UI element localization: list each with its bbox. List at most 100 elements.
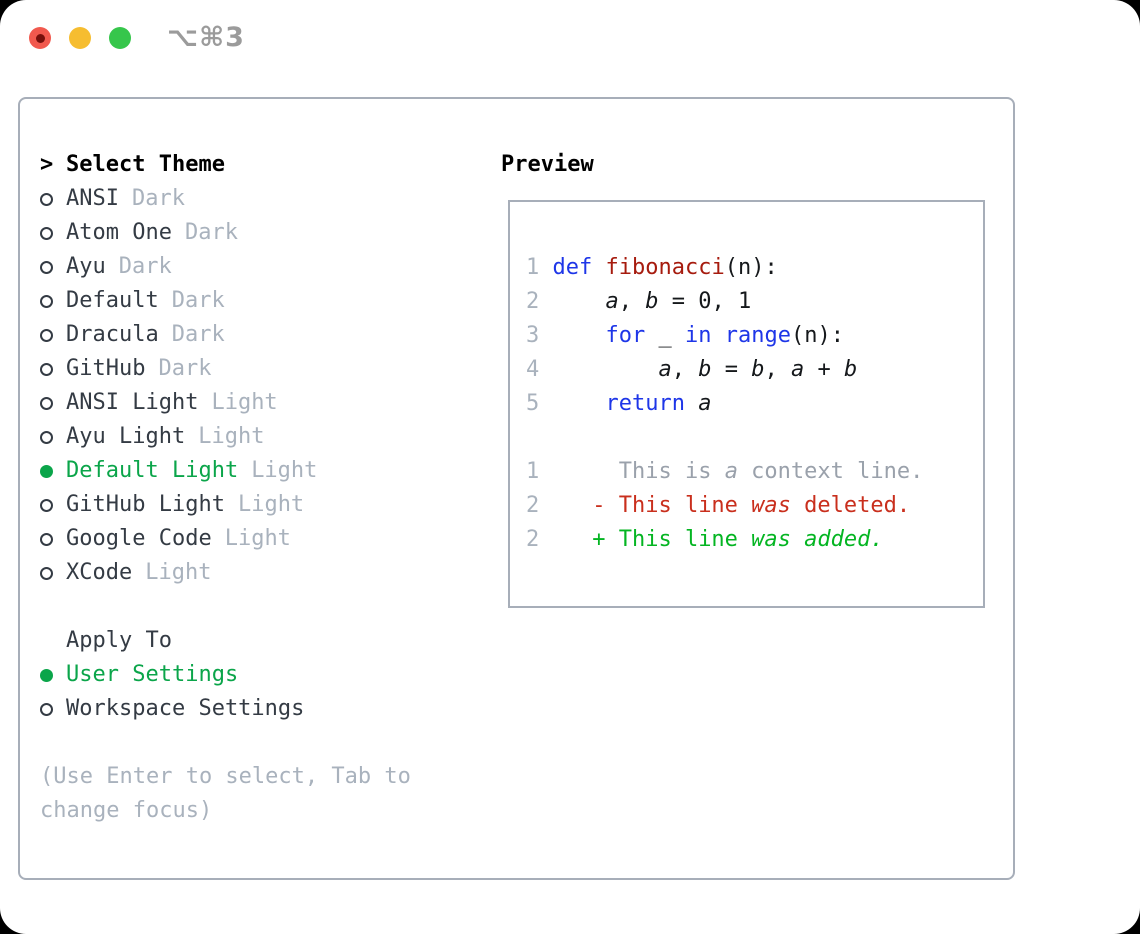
theme-option-ansi-light[interactable]: ANSI Light Light <box>40 386 501 420</box>
preview-title: Preview <box>501 152 594 177</box>
code-segment: deleted. <box>790 493 911 518</box>
code-segment: , <box>671 357 699 382</box>
code-segment: 1 <box>526 459 540 484</box>
option-label: Ayu <box>66 254 106 279</box>
window-shortcut-label: ⌥⌘3 <box>167 22 245 53</box>
radio-marker <box>40 532 66 546</box>
option-label: XCode <box>66 560 133 585</box>
radio-unselected-icon <box>40 532 53 546</box>
code-segment: b <box>645 289 659 314</box>
code-segment: 1 <box>526 255 553 280</box>
code-segment: 2 <box>526 493 540 518</box>
code-segment: b <box>843 357 858 382</box>
option-label: Dracula <box>66 322 159 347</box>
select-theme-header: > Select Theme <box>40 148 501 182</box>
minimize-button[interactable] <box>69 27 91 49</box>
code-segment: - This line <box>539 493 752 518</box>
option-label: Ayu Light <box>66 424 186 449</box>
radio-unselected-icon <box>40 396 53 410</box>
code-segment: a <box>605 289 619 314</box>
theme-option-ayu[interactable]: Ayu Dark <box>40 250 501 284</box>
code-line: 3 for _ in range(n): <box>526 319 983 353</box>
code-segment: b <box>751 357 765 382</box>
option-label: ANSI <box>66 186 119 211</box>
theme-variant-tag: Dark <box>118 254 172 279</box>
radio-unselected-icon <box>40 226 53 240</box>
code-segment: = 0, 1 <box>658 289 752 314</box>
theme-option-dracula[interactable]: Dracula Dark <box>40 318 501 352</box>
theme-variant-tag: Light <box>198 424 265 449</box>
code-segment: for <box>605 323 659 348</box>
code-segment: a <box>658 357 672 382</box>
code-segment: 2 <box>526 289 553 314</box>
cursor-marker: > <box>40 148 66 182</box>
theme-option-ansi[interactable]: ANSI Dark <box>40 182 501 216</box>
code-line: 1 This is a context line. <box>526 455 983 489</box>
theme-variant-tag: Light <box>224 526 291 551</box>
radio-marker <box>40 668 66 682</box>
radio-marker <box>40 260 66 274</box>
code-segment: , <box>764 357 791 382</box>
code-segment: range <box>724 323 791 348</box>
theme-option-github[interactable]: GitHub Dark <box>40 352 501 386</box>
theme-option-google-code[interactable]: Google Code Light <box>40 522 501 556</box>
preview-box: 1 def fibonacci(n): 2 a, b = 0, 1 3 for _ … <box>508 200 985 608</box>
spacer <box>40 726 501 760</box>
radio-unselected-icon <box>40 260 53 274</box>
code-line: 5 return a <box>526 387 983 421</box>
code-segment <box>553 289 606 314</box>
apply-option-workspace-settings[interactable]: Workspace Settings <box>40 692 501 726</box>
theme-variant-tag: Light <box>211 390 278 415</box>
code-segment: def <box>552 255 606 280</box>
zoom-button[interactable] <box>109 27 131 49</box>
radio-marker <box>40 328 66 342</box>
option-label: Default Light <box>66 458 239 483</box>
radio-unselected-icon <box>40 328 53 342</box>
code-line: 1 def fibonacci(n): <box>526 251 983 285</box>
theme-variant-tag: Light <box>237 492 305 517</box>
code-line: 2 + This line was added. <box>526 523 983 557</box>
option-label: Google Code <box>66 526 212 551</box>
code-segment: This is <box>539 459 725 484</box>
code-segment: return <box>605 391 699 416</box>
radio-marker <box>40 498 66 512</box>
apply-to-title: Apply To <box>66 628 172 653</box>
code-segment: added. <box>804 527 884 552</box>
apply-option-user-settings[interactable]: User Settings <box>40 658 501 692</box>
option-label: Default <box>66 288 159 313</box>
code-segment: + This line <box>539 527 752 552</box>
preview-column: Preview 1 def fibonacci(n): 2 a, b = 0, 1… <box>501 148 985 878</box>
code-segment: was <box>751 493 791 518</box>
radio-unselected-icon <box>40 498 53 512</box>
blank-line <box>526 217 983 251</box>
option-label: ANSI Light <box>66 390 199 415</box>
theme-variant-tag: Dark <box>158 356 212 381</box>
radio-marker <box>40 464 66 478</box>
code-segment: 3 <box>526 323 553 348</box>
code-segment: context line. <box>737 459 924 484</box>
theme-option-ayu-light[interactable]: Ayu Light Light <box>40 420 501 454</box>
theme-option-default[interactable]: Default Dark <box>40 284 501 318</box>
theme-variant-tag: Dark <box>171 288 225 313</box>
option-label: GitHub <box>66 356 146 381</box>
radio-selected-icon <box>40 464 53 478</box>
code-segment: 5 <box>526 391 553 416</box>
cursor-icon: > <box>40 152 54 177</box>
close-button[interactable] <box>29 27 51 49</box>
theme-variant-tag: Dark <box>184 220 238 245</box>
radio-marker <box>40 430 66 444</box>
radio-marker <box>40 396 66 410</box>
theme-variant-tag: Dark <box>171 322 225 347</box>
theme-variant-tag: Dark <box>131 186 185 211</box>
code-segment: a <box>698 391 712 416</box>
code-segment: in <box>684 323 725 348</box>
code-line: 4 a, b = b, a + b <box>526 353 983 387</box>
code-segment <box>553 391 606 416</box>
